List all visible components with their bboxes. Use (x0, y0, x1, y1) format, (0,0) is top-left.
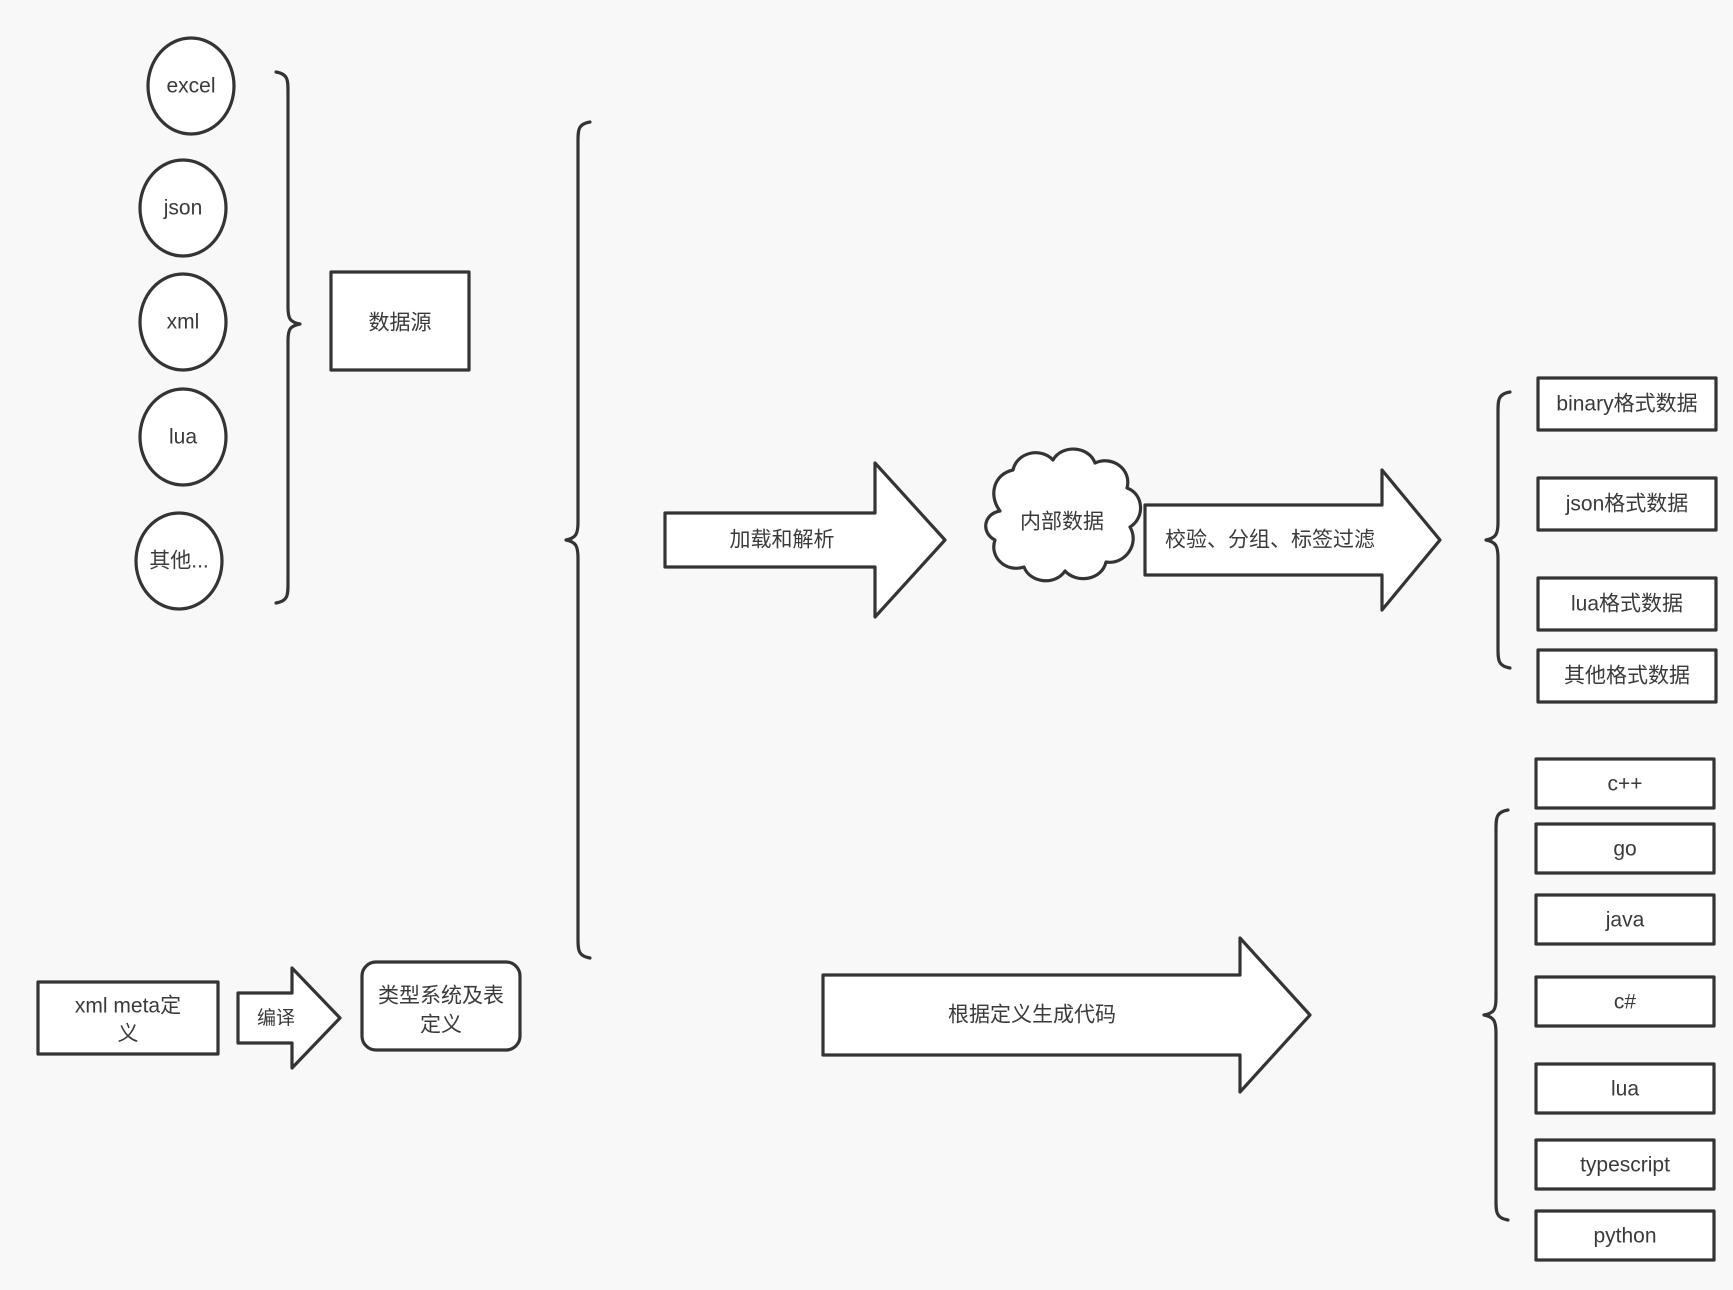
arrow-label-generate-code: 根据定义生成代码 (948, 1004, 1116, 1027)
language-label-typescript: typescript (1580, 1154, 1670, 1177)
source-label-xml: xml (167, 311, 200, 334)
brace-sources (274, 70, 302, 605)
source-node-excel[interactable]: excel (146, 36, 236, 136)
source-node-xml[interactable]: xml (138, 272, 228, 372)
language-box-java[interactable]: java (1534, 893, 1716, 946)
source-label-json: json (163, 197, 203, 220)
source-node-lua[interactable]: lua (138, 387, 228, 487)
language-label-csharp: c# (1614, 991, 1637, 1014)
arrow-label-load-and-parse: 加载和解析 (730, 529, 835, 552)
internal-data-cloud[interactable]: 内部数据 (984, 447, 1143, 583)
arrow-label-compile: 编译 (257, 1007, 295, 1029)
source-node-json[interactable]: json (138, 158, 228, 258)
arrow-load-and-parse[interactable]: 加载和解析 (663, 461, 947, 619)
source-label-lua: lua (169, 426, 197, 449)
language-label-java: java (1605, 909, 1645, 932)
xml-meta-label-line1: xml meta定 (75, 995, 181, 1018)
source-node-other[interactable]: 其他... (134, 511, 224, 611)
language-label-cpp: c++ (1607, 773, 1642, 796)
data-source-label: 数据源 (369, 312, 432, 335)
internal-data-label: 内部数据 (1020, 511, 1104, 534)
brace-output-formats (1484, 390, 1512, 670)
language-box-typescript[interactable]: typescript (1534, 1138, 1716, 1191)
xml-meta-label-line2: 义 (118, 1023, 139, 1046)
format-box-lua[interactable]: lua格式数据 (1536, 576, 1718, 632)
format-box-json[interactable]: json格式数据 (1536, 476, 1718, 532)
xml-meta-definition-box[interactable]: xml meta定 义 (36, 980, 220, 1056)
brace-output-languages (1482, 808, 1510, 1222)
format-label-other: 其他格式数据 (1564, 665, 1690, 688)
format-label-lua: lua格式数据 (1571, 593, 1683, 616)
type-system-label-line2: 定义 (420, 1014, 462, 1037)
language-box-cpp[interactable]: c++ (1534, 757, 1716, 810)
arrow-validate-group-filter[interactable]: 校验、分组、标签过滤 (1143, 468, 1442, 612)
format-box-binary[interactable]: binary格式数据 (1536, 376, 1718, 432)
language-box-python[interactable]: python (1534, 1209, 1716, 1262)
language-box-go[interactable]: go (1534, 822, 1716, 875)
format-label-binary: binary格式数据 (1556, 393, 1697, 416)
type-system-label-line1: 类型系统及表 (378, 985, 504, 1008)
language-label-python: python (1593, 1225, 1656, 1248)
source-label-other: 其他... (149, 550, 209, 573)
language-label-lua: lua (1611, 1078, 1639, 1101)
language-box-csharp[interactable]: c# (1534, 975, 1716, 1028)
brace-inputs-to-pipeline (564, 120, 592, 960)
format-label-json: json格式数据 (1565, 493, 1689, 516)
format-box-other[interactable]: 其他格式数据 (1536, 648, 1718, 704)
language-box-lua[interactable]: lua (1534, 1062, 1716, 1115)
language-label-go: go (1613, 838, 1636, 861)
data-source-box[interactable]: 数据源 (329, 270, 471, 372)
arrow-generate-code[interactable]: 根据定义生成代码 (821, 936, 1312, 1094)
source-label-excel: excel (166, 75, 215, 98)
arrow-compile[interactable]: 编译 (236, 966, 342, 1070)
type-system-box[interactable]: 类型系统及表 定义 (360, 960, 522, 1052)
arrow-label-validate-group-filter: 校验、分组、标签过滤 (1165, 529, 1375, 552)
